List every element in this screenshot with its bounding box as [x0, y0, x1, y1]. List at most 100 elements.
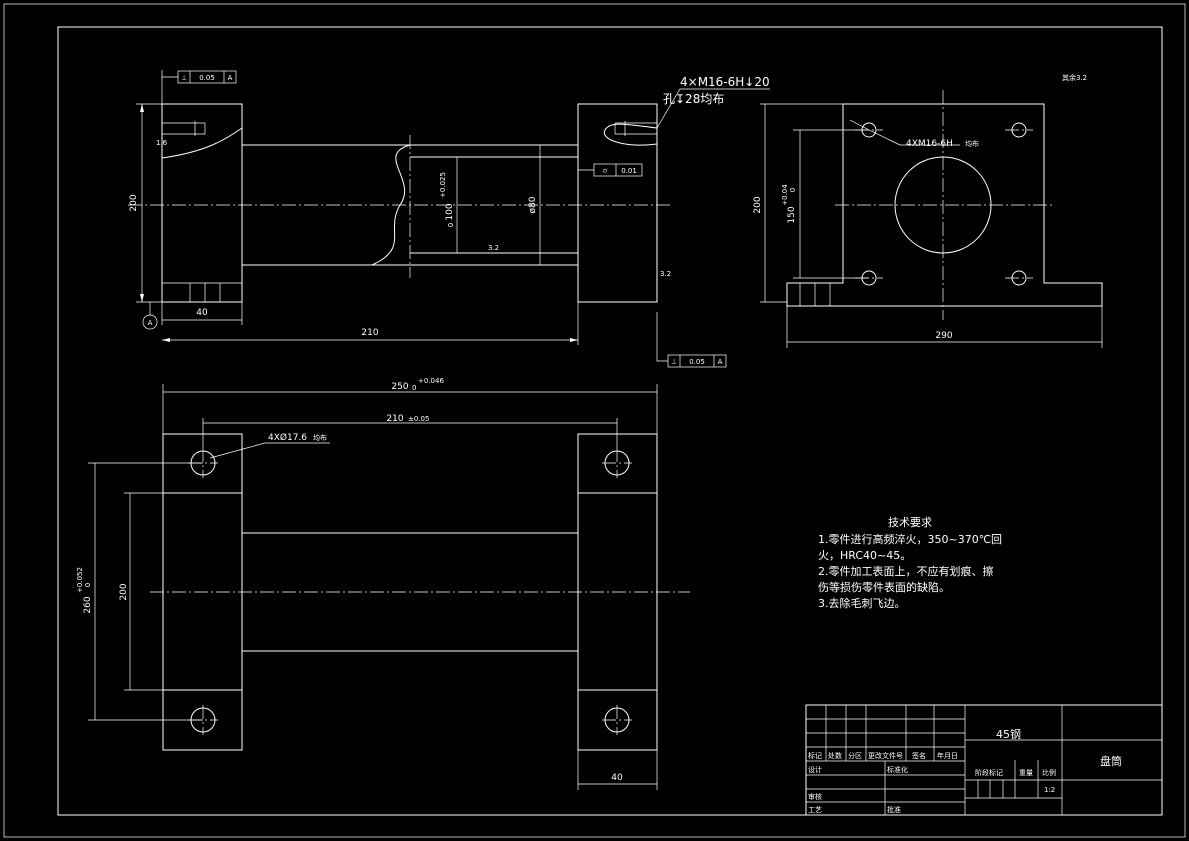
tol-frame-bottom: [667, 354, 727, 368]
side-view: 200 150 +0.04 0 290 4XM16-6H 均布: [753, 90, 1103, 348]
threaded-hole-left: [162, 121, 206, 136]
hatch-detail: [162, 282, 242, 302]
tb-review: 审核: [808, 792, 822, 801]
datum-a-label: A: [148, 319, 153, 327]
hole-callout-line1: 4×M16-6H↓20: [680, 75, 770, 89]
dim-height-lines: [136, 103, 162, 303]
dim-arrow: [140, 294, 144, 302]
tech-line-2: 火，HRC40~45。: [818, 549, 911, 562]
top-hole-leader: [209, 442, 330, 459]
top-dim-inner-width: 200: [119, 583, 129, 600]
tb-standardize: 标准化: [887, 765, 908, 774]
front-dim-height: 200: [129, 194, 139, 211]
tb-weight: 重量: [1019, 769, 1033, 777]
top-dim-hole-pitch-suffix: ±0.05: [408, 415, 429, 423]
tb-hdr-docno: 更改文件号: [868, 751, 903, 760]
tech-line-4: 伤等损伤零件表面的缺陷。: [818, 580, 950, 594]
tol-frame-top: [177, 70, 237, 84]
side-dim-spacing-lines: [793, 129, 869, 279]
side-hole-leader: [849, 119, 960, 146]
top-dim-overall-width-lines: [88, 462, 203, 721]
side-dim-width: 290: [935, 331, 952, 341]
tb-approve: 批准: [887, 805, 901, 814]
roughness-1: 1.6: [156, 139, 168, 147]
dim-arrow: [570, 338, 578, 342]
top-dim-flange-width: 40: [611, 773, 623, 783]
tol-value-bottom: 0.05: [689, 358, 705, 366]
front-dim-bore-tol: +0.025: [439, 172, 447, 198]
tb-scale: 1:2: [1044, 786, 1055, 794]
top-view: 250 +0.046 0 210 ±0.05 4XØ17.6 均布 260 +0…: [76, 377, 690, 790]
title-block: 45钢 盘筒 标记 处数 分区 更改文件号 签名 年月日 设计 标准化 审核 工…: [805, 704, 1163, 816]
front-dim-bore-tol-lower: 0: [447, 223, 455, 227]
tol-value-top: 0.05: [199, 74, 215, 82]
tol-datum-top: A: [228, 74, 233, 82]
cylindricity-frame: [593, 163, 643, 177]
hole-callout-line2: 孔↧28均布: [663, 92, 724, 106]
top-dim-pitch-lines: [202, 418, 618, 448]
front-dim-length: 210: [361, 328, 378, 338]
front-view: 200 40 210 100 +0.025 0 ø80 ⊥ 0.05 A ⊥ 0…: [128, 70, 770, 368]
top-dim-overall-width: 260: [83, 596, 93, 613]
roughness-note: 其余3.2: [1062, 73, 1087, 82]
front-dim-base-width: 40: [196, 308, 208, 318]
top-dim-overall-width-tol-lower: 0: [84, 583, 92, 587]
cyl-leader: [577, 157, 594, 171]
top-dim-total-length-tol-lower: 0: [412, 384, 416, 392]
dim-length-lines: [162, 302, 579, 345]
tb-process: 工艺: [808, 806, 822, 814]
top-dim-overall-width-tol: +0.052: [76, 567, 84, 593]
tol-leader-top: [161, 70, 178, 104]
tol-leader-bottom: [656, 312, 668, 362]
side-hole-callout: 4XM16-6H: [906, 139, 953, 149]
drawing-frame: [57, 26, 1163, 816]
tol-symbol-top: ⊥: [181, 74, 187, 82]
tech-line-3: 2.零件加工表面上，不应有划痕、擦: [818, 564, 994, 578]
top-dim-flange-lines: [577, 750, 658, 790]
front-dim-shaft: ø80: [528, 196, 538, 213]
top-hole-callout-suffix: 均布: [313, 433, 327, 442]
top-dim-inner-width-lines: [124, 492, 163, 691]
top-dim-total-length-tol: +0.046: [418, 377, 444, 385]
tol-datum-bottom: A: [718, 358, 723, 366]
side-hatch: [786, 283, 831, 306]
tech-line-1: 1.零件进行高频淬火，350~370℃回: [818, 532, 1002, 546]
side-dim-height-lines: [760, 103, 843, 303]
dim-base-lines: [161, 302, 243, 325]
tb-hdr-date: 年月日: [937, 751, 958, 760]
front-view-outline: [161, 103, 658, 303]
side-view-outline: [786, 103, 1103, 307]
hole-callout-leader: [656, 88, 770, 129]
sheet-outer-border: [3, 3, 1186, 838]
dim-arrow: [162, 338, 170, 342]
top-hole-callout: 4XØ17.6: [268, 432, 307, 443]
top-dim-total-length: 250: [391, 382, 408, 392]
front-dim-bore: 100: [445, 203, 455, 220]
side-dim-width-lines: [786, 306, 1103, 348]
section-break-right: [603, 123, 658, 146]
tech-line-5: 3.去除毛刺飞边。: [818, 596, 906, 610]
roughness-2: 3.2: [488, 244, 499, 252]
side-dim-hole-spacing: 150: [787, 206, 797, 223]
tb-stage-mark: 阶段标记: [975, 768, 1003, 777]
tb-hdr-zone: 分区: [848, 751, 862, 760]
threaded-hole-right: [614, 121, 657, 136]
cylindricity-value: 0.01: [621, 167, 637, 175]
side-dim-hole-spacing-tol: +0.04: [781, 184, 789, 206]
tb-material: 45钢: [996, 728, 1021, 741]
tol-symbol-bottom: ⊥: [671, 358, 677, 366]
tb-hdr-sign: 签名: [912, 751, 926, 760]
side-dim-hole-spacing-tol-lower: 0: [789, 188, 797, 192]
top-dim-hole-pitch: 210: [386, 414, 403, 424]
tb-part-name: 盘筒: [1100, 754, 1122, 768]
tb-scale-label: 比例: [1042, 768, 1056, 777]
dim-arrow: [140, 104, 144, 112]
section-break-left: [161, 127, 243, 159]
tb-design: 设计: [808, 765, 822, 774]
side-dim-height: 200: [753, 196, 763, 213]
tech-requirements: 技术要求 1.零件进行高频淬火，350~370℃回 火，HRC40~45。 2.…: [818, 516, 1002, 610]
top-dim-total-lines: [162, 384, 658, 434]
tech-title: 技术要求: [888, 516, 932, 529]
cylindricity-symbol: ⌭: [602, 167, 607, 175]
